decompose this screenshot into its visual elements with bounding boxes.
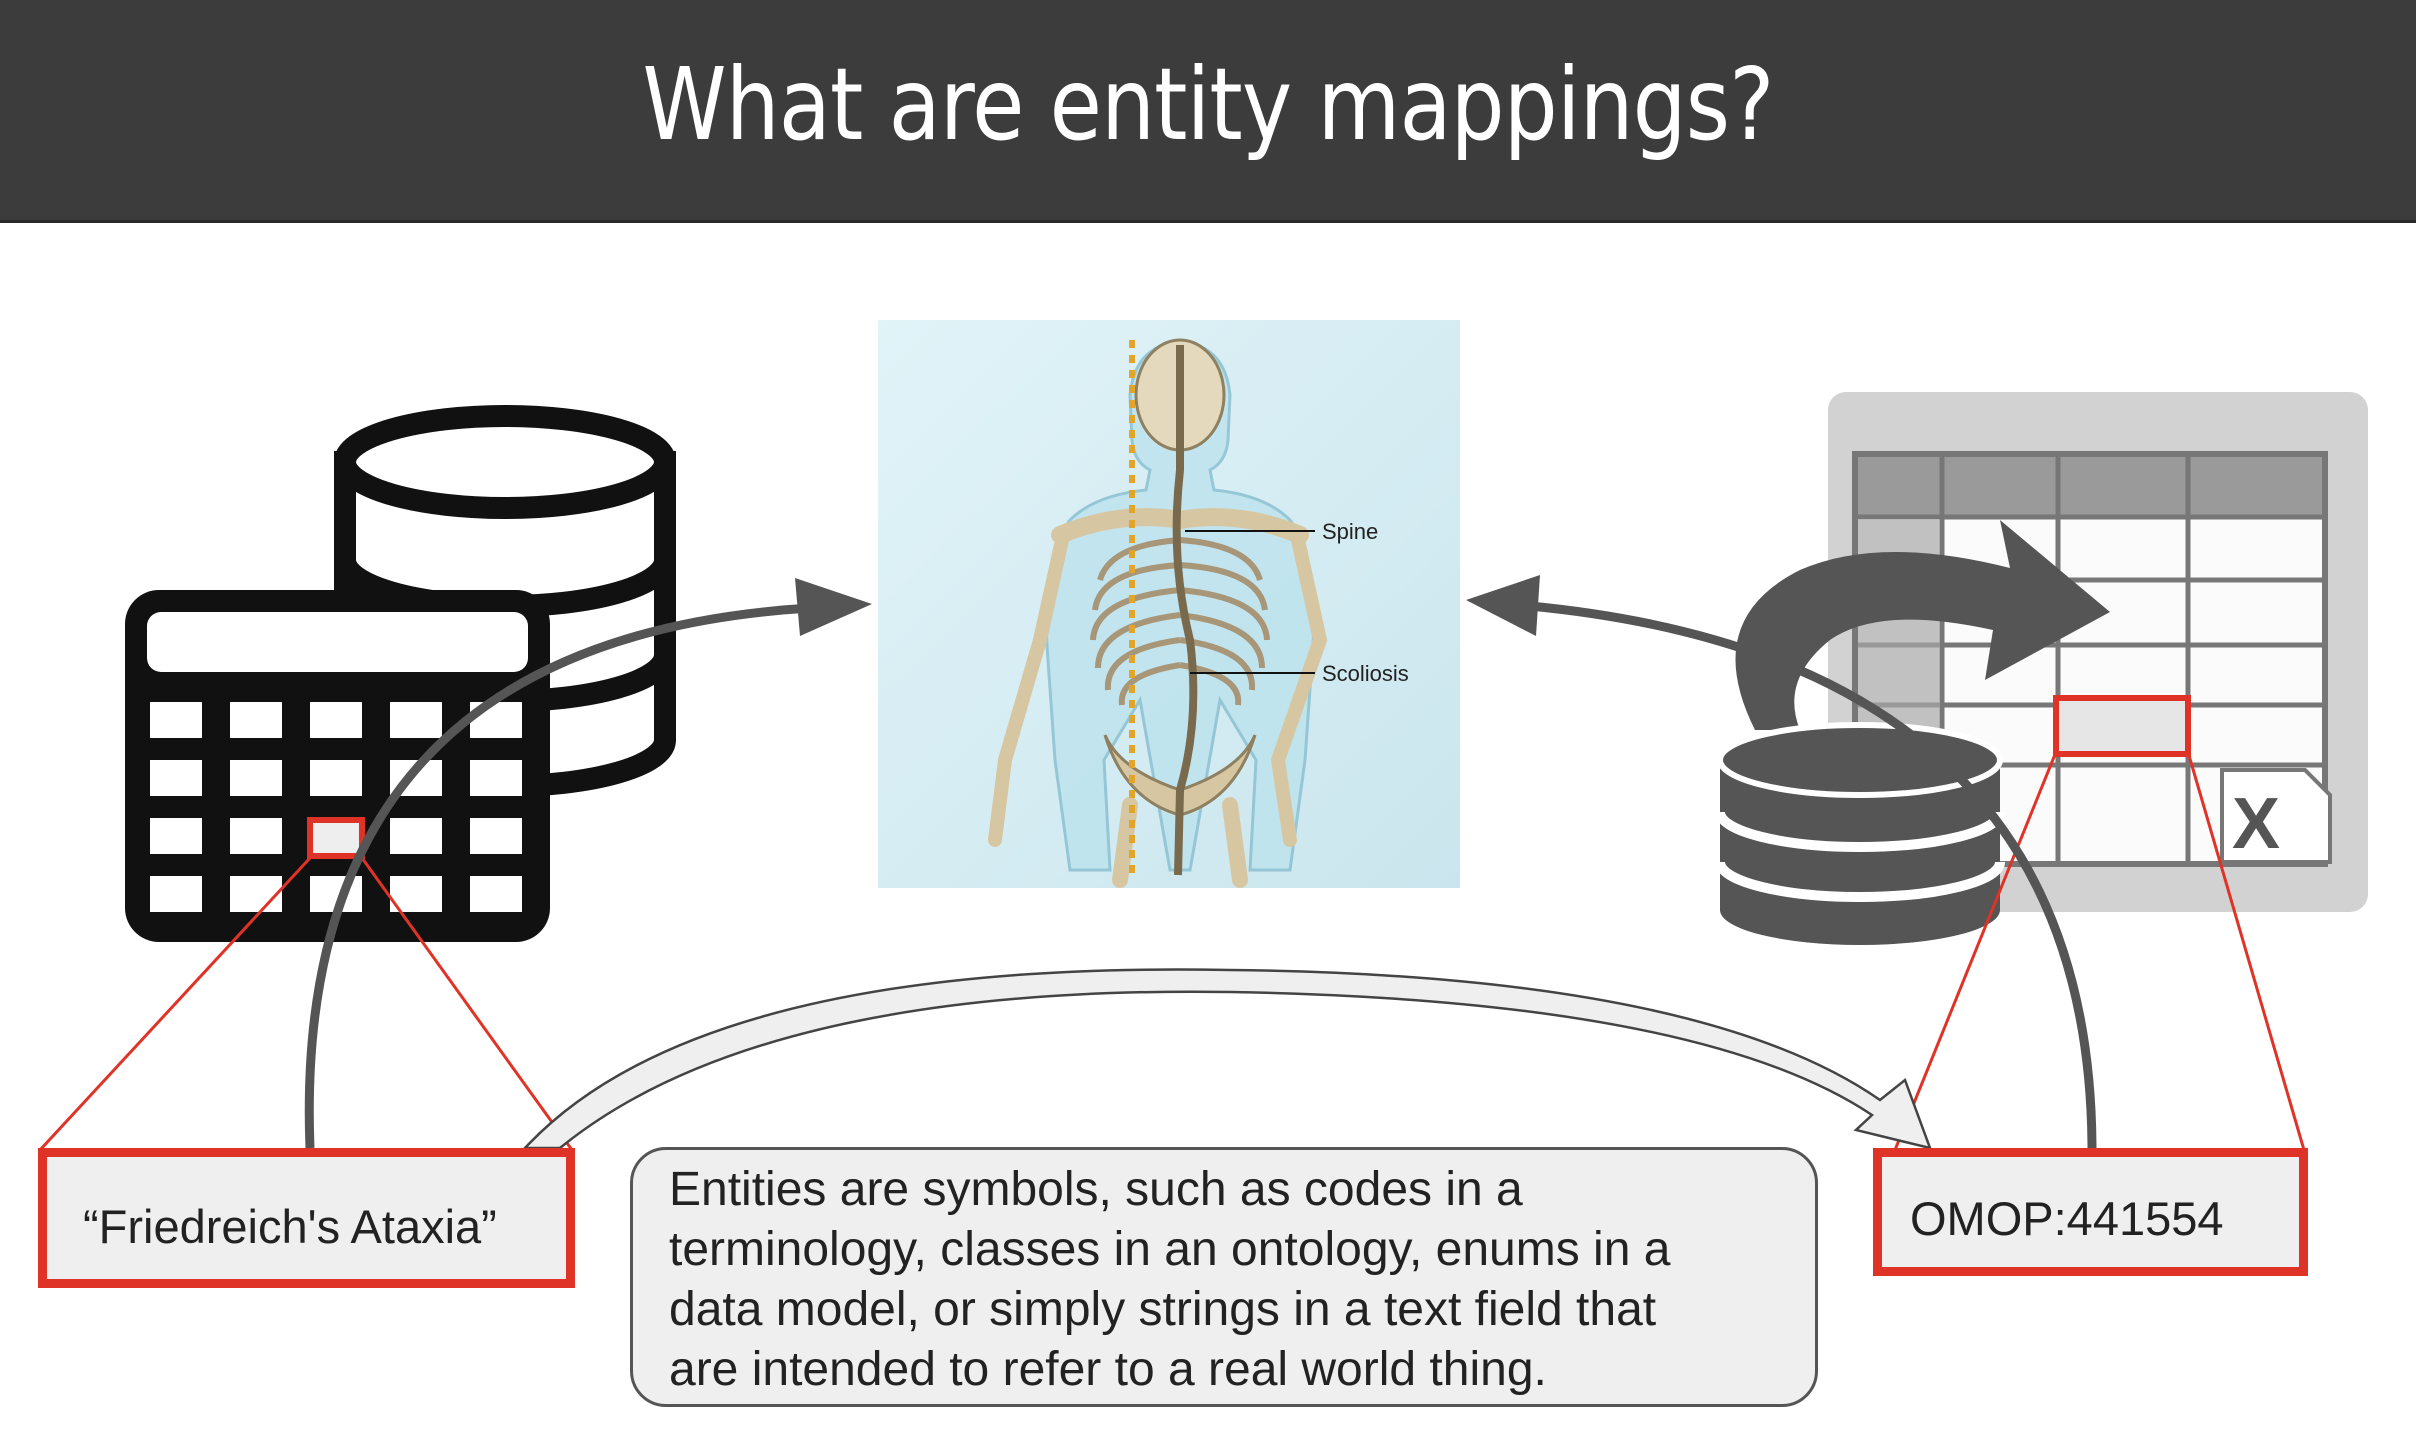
title-bar: What are entity mappings? — [0, 0, 2416, 223]
source-entity-box: “Friedreich's Ataxia” — [38, 1148, 575, 1288]
spreadsheet-database-icon: X — [1715, 392, 2368, 945]
left-mapping-arrow — [304, 578, 872, 1149]
right-mapping-arrow — [1466, 575, 2097, 1149]
target-entity-text: OMOP:441554 — [1910, 1192, 2224, 1245]
description-callout: Entities are symbols, such as codes in a… — [630, 1147, 1818, 1407]
label-spine: Spine — [1322, 519, 1378, 544]
bottom-mapping-arrow — [522, 968, 1932, 1150]
excel-x-icon: X — [2220, 768, 2332, 864]
left-zoom-lines — [38, 856, 574, 1152]
label-scoliosis: Scoliosis — [1322, 661, 1409, 686]
svg-text:X: X — [2232, 784, 2280, 864]
page-title: What are entity mappings? — [642, 46, 1774, 163]
skeleton-illustration: Spine Scoliosis — [878, 320, 1460, 888]
database-table-icon — [125, 405, 676, 942]
target-entity-box: OMOP:441554 — [1873, 1148, 2308, 1276]
source-entity-text: “Friedreich's Ataxia” — [83, 1200, 497, 1253]
right-zoom-lines — [1893, 751, 2306, 1151]
